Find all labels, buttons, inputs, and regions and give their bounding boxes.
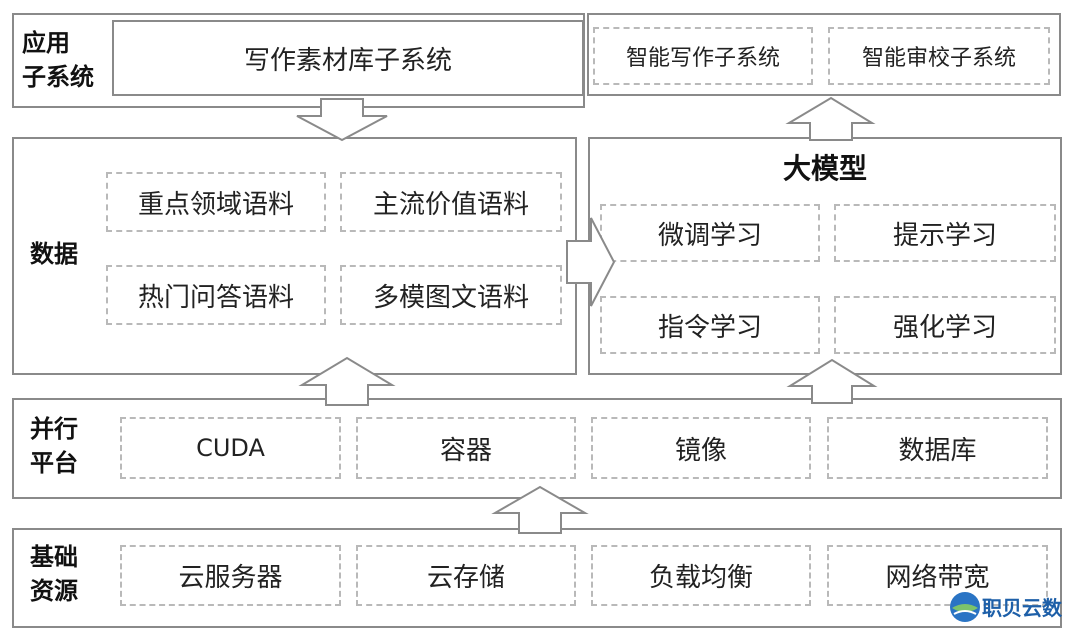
data-layer-label: 数据 [30, 240, 78, 268]
arrow-right-to-model [566, 217, 616, 307]
data-item: 重点领域语料 [106, 172, 326, 232]
globe-icon [950, 592, 980, 622]
arrow-up-to-data [298, 356, 396, 406]
arrow-down-to-data [296, 98, 388, 142]
model-item: 指令学习 [600, 296, 820, 354]
smart-review-subsystem: 智能审校子系统 [828, 27, 1050, 85]
parallel-layer-label: 并行 平台 [30, 415, 78, 477]
data-item: 多模图文语料 [340, 265, 562, 325]
model-item: 提示学习 [834, 204, 1056, 262]
infra-item: 网络带宽 [827, 545, 1048, 606]
arrow-up-to-model [786, 358, 878, 404]
parallel-item: 镜像 [591, 417, 811, 479]
arrow-up-to-apps [785, 96, 876, 141]
writing-material-subsystem: 写作素材库子系统 [112, 20, 584, 96]
watermark-logo: 职贝云数 [948, 586, 1080, 628]
data-item: 热门问答语料 [106, 265, 326, 325]
parallel-item: 数据库 [827, 417, 1048, 479]
infra-layer-label: 基础 资源 [30, 543, 78, 605]
infra-item: 云存储 [356, 545, 576, 606]
parallel-item: CUDA [120, 417, 341, 479]
model-item: 微调学习 [600, 204, 820, 262]
app-layer-label: 应用 子系统 [22, 29, 94, 91]
infra-item: 云服务器 [120, 545, 341, 606]
infra-item: 负载均衡 [591, 545, 811, 606]
model-title: 大模型 [782, 152, 867, 185]
model-item: 强化学习 [834, 296, 1056, 354]
watermark-text: 职贝云数 [982, 596, 1062, 620]
parallel-item: 容器 [356, 417, 576, 479]
smart-writing-subsystem: 智能写作子系统 [593, 27, 813, 85]
data-item: 主流价值语料 [340, 172, 562, 232]
arrow-up-to-parallel [491, 485, 589, 534]
